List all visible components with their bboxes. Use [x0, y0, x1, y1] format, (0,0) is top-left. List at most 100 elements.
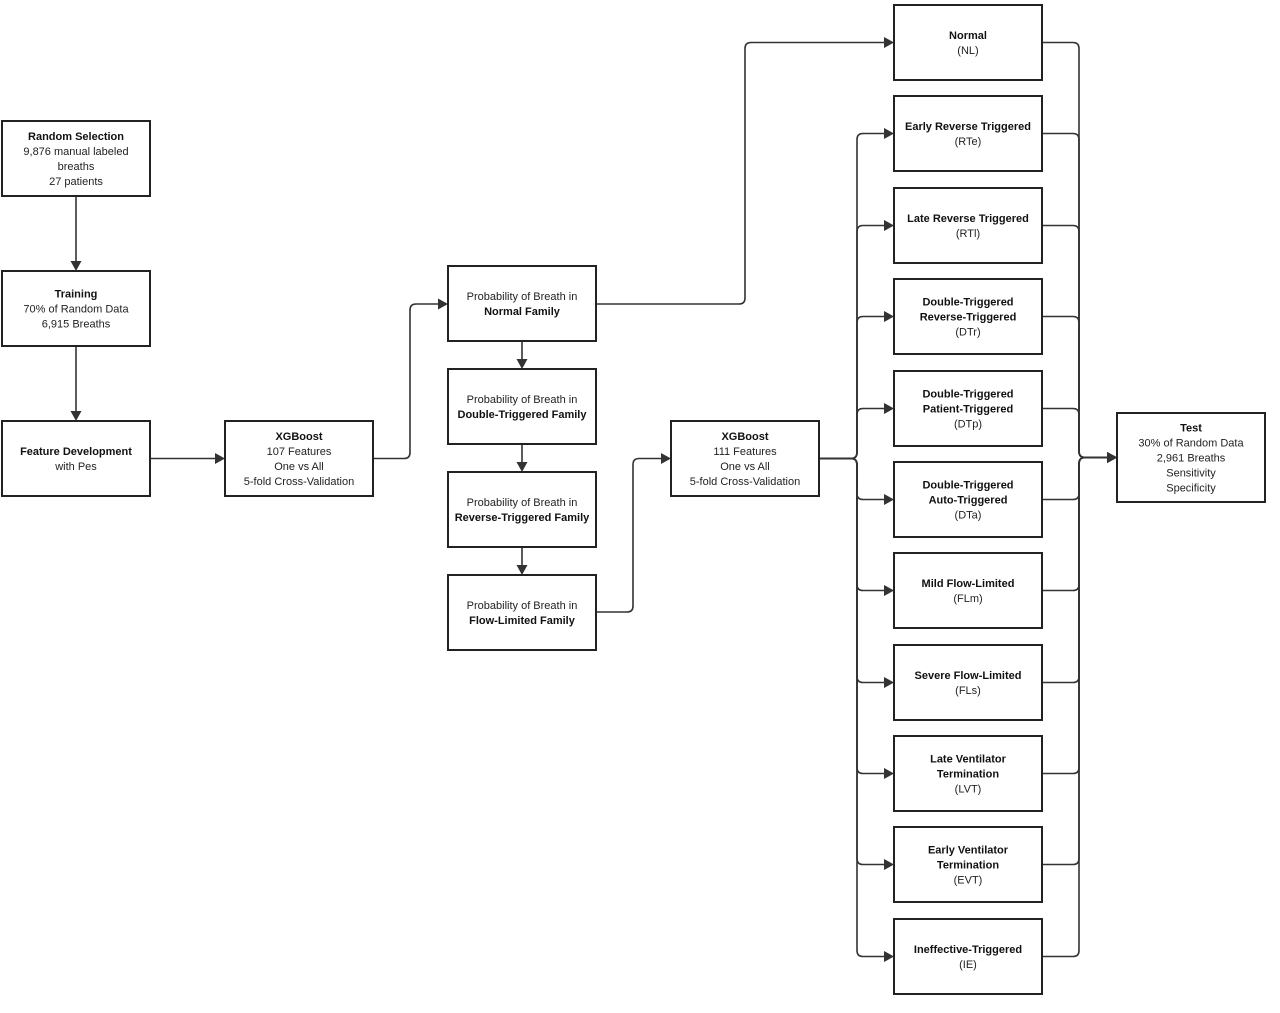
feature-development-box: Feature Development with Pes: [1, 420, 151, 497]
xgboost-1-to-normal-family-arrow: [373, 298, 448, 460]
xgboost-1-line-1: 107 Features: [267, 446, 332, 458]
class-severe-flow-limited-box: Severe Flow-Limited (FLs): [893, 644, 1043, 721]
prob-reverse-triggered-family-line-0: Probability of Breath in: [467, 497, 578, 509]
prob-double-triggered-family-line-0: Probability of Breath in: [467, 394, 578, 406]
test-line-0: Test: [1180, 423, 1202, 435]
feature-development-frame: [1, 420, 151, 497]
xgboost-2-to-class-ineffective-triggered-arrow: [819, 457, 894, 962]
prob-reverse-triggered-family-line-1: Reverse-Triggered Family: [455, 512, 590, 524]
class-normal-line-0: Normal: [949, 30, 987, 42]
prob-flow-limited-family-line-0: Probability of Breath in: [467, 600, 578, 612]
test-line-3: Sensitivity: [1166, 468, 1216, 480]
xgboost-2-line-3: 5-fold Cross-Validation: [690, 476, 800, 488]
reverse-to-flow-family-arrow: [516, 547, 528, 575]
random-selection-line-2: breaths: [58, 161, 95, 173]
connectors: [70, 37, 1117, 962]
training-line-2: 6,915 Breaths: [42, 319, 111, 331]
xgboost-2-frame: [670, 420, 820, 497]
xgboost-2-line-0: XGBoost: [721, 431, 768, 443]
prob-double-triggered-family-line-1: Double-Triggered Family: [458, 409, 588, 421]
random-selection-line-0: Random Selection: [28, 131, 124, 143]
prob-normal-family-line-0: Probability of Breath in: [467, 291, 578, 303]
test-line-2: 2,961 Breaths: [1157, 453, 1226, 465]
class-double-triggered-patient-triggered-line-2: (DTp): [954, 419, 982, 431]
class-double-triggered-reverse-triggered-line-2: (DTr): [955, 327, 980, 339]
class-double-triggered-auto-triggered-frame: [893, 461, 1043, 538]
prob-double-triggered-family-box: Probability of Breath in Double-Triggered…: [447, 368, 597, 445]
training-line-0: Training: [55, 289, 98, 301]
xgboost-1-line-0: XGBoost: [275, 431, 322, 443]
class-severe-flow-limited-line-1: (FLs): [955, 685, 981, 697]
class-normal-box: Normal (NL): [893, 4, 1043, 81]
xgboost-2-line-1: 111 Features: [713, 446, 777, 458]
feature-development-line-0: Feature Development: [20, 446, 132, 458]
normal-to-double-family-arrow: [516, 341, 528, 369]
random-selection-to-training-arrow: [70, 196, 82, 271]
class-early-reverse-triggered-line-0: Early Reverse Triggered: [905, 121, 1031, 133]
class-double-triggered-auto-triggered-line-2: (DTa): [955, 510, 982, 522]
class-ineffective-triggered-frame: [893, 918, 1043, 995]
prob-flow-limited-family-line-1: Flow-Limited Family: [469, 615, 576, 627]
class-severe-flow-limited-line-0: Severe Flow-Limited: [915, 670, 1022, 682]
prob-reverse-triggered-family-frame: [447, 471, 597, 548]
xgboost-1-frame: [224, 420, 374, 497]
random-selection-line-3: 27 patients: [49, 176, 103, 188]
xgboost-1-line-3: 5-fold Cross-Validation: [244, 476, 354, 488]
test-line-4: Specificity: [1166, 483, 1216, 495]
class-mild-flow-limited-frame: [893, 552, 1043, 629]
class-early-reverse-triggered-frame: [893, 95, 1043, 172]
class-double-triggered-patient-triggered-line-0: Double-Triggered: [922, 389, 1013, 401]
class-late-reverse-triggered-line-1: (RTl): [956, 228, 980, 240]
class-mild-flow-limited-line-1: (FLm): [953, 593, 982, 605]
class-late-ventilator-termination-frame: [893, 735, 1043, 812]
class-double-triggered-patient-triggered-line-1: Patient-Triggered: [923, 404, 1013, 416]
normal-family-to-normal-class-arrow: [596, 37, 894, 305]
class-double-triggered-auto-triggered-line-1: Auto-Triggered: [929, 495, 1008, 507]
class-normal-frame: [893, 4, 1043, 81]
class-late-ventilator-termination-line-0: Late Ventilator: [930, 754, 1007, 766]
class-severe-flow-limited-frame: [893, 644, 1043, 721]
prob-reverse-triggered-family-box: Probability of Breath in Reverse-Triggere…: [447, 471, 597, 548]
training-to-feature-development-arrow: [70, 346, 82, 421]
class-early-reverse-triggered-line-1: (RTe): [955, 136, 982, 148]
feature-development-to-xgboost-1-arrow: [150, 453, 225, 464]
prob-flow-limited-family-frame: [447, 574, 597, 651]
class-mild-flow-limited-line-0: Mild Flow-Limited: [922, 578, 1015, 590]
prob-double-triggered-family-frame: [447, 368, 597, 445]
class-early-ventilator-termination-line-2: (EVT): [954, 875, 983, 887]
class-early-reverse-triggered-box: Early Reverse Triggered (RTe): [893, 95, 1043, 172]
class-double-triggered-reverse-triggered-line-0: Double-Triggered: [922, 297, 1013, 309]
training-frame: [1, 270, 151, 347]
prob-normal-family-box: Probability of Breath in Normal Family: [447, 265, 597, 342]
training-line-1: 70% of Random Data: [23, 304, 129, 316]
class-late-reverse-triggered-frame: [893, 187, 1043, 264]
double-to-reverse-family-arrow: [516, 444, 528, 472]
class-early-ventilator-termination-line-1: Termination: [937, 860, 999, 872]
class-late-ventilator-termination-line-2: (LVT): [955, 784, 982, 796]
class-normal-line-1: (NL): [957, 45, 978, 57]
class-late-ventilator-termination-line-1: Termination: [937, 769, 999, 781]
class-double-triggered-patient-triggered-to-test-arrow: [1042, 407, 1117, 463]
random-selection-frame: [1, 120, 151, 197]
class-early-ventilator-termination-line-0: Early Ventilator: [928, 845, 1009, 857]
class-double-triggered-patient-triggered-frame: [893, 370, 1043, 447]
class-ineffective-triggered-line-0: Ineffective-Triggered: [914, 944, 1022, 956]
class-ineffective-triggered-to-test-arrow: [1042, 452, 1117, 958]
class-mild-flow-limited-box: Mild Flow-Limited (FLm): [893, 552, 1043, 629]
class-double-triggered-reverse-triggered-frame: [893, 278, 1043, 355]
feature-development-line-1: with Pes: [54, 461, 97, 473]
test-frame: [1116, 412, 1266, 503]
class-late-reverse-triggered-line-0: Late Reverse Triggered: [907, 213, 1029, 225]
xgboost-2-line-2: One vs All: [720, 461, 770, 473]
prob-normal-family-line-1: Normal Family: [484, 306, 561, 318]
class-ineffective-triggered-line-1: (IE): [959, 959, 977, 971]
